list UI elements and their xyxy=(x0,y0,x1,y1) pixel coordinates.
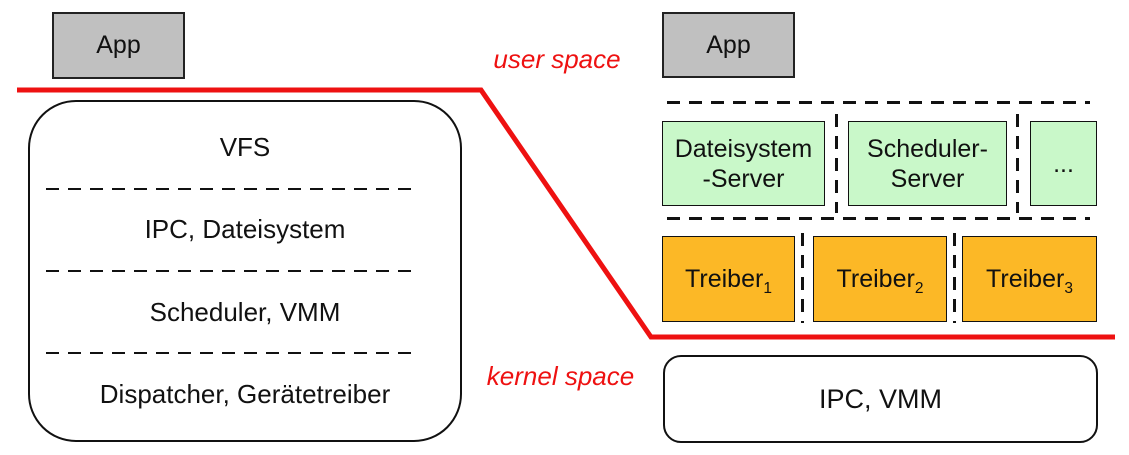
server-box-dateisystem: Dateisystem -Server xyxy=(662,121,825,206)
server-box-scheduler-line1: Scheduler- xyxy=(867,134,988,163)
microkernel-box-label: IPC, VMM xyxy=(818,383,942,414)
servers-top-divider xyxy=(667,101,1090,104)
servers-bottom-divider xyxy=(667,217,1090,220)
driver-box-2: Treiber2 xyxy=(813,236,947,322)
server-divider xyxy=(835,114,838,213)
layer-ipc-dateisystem: IPC, Dateisystem xyxy=(30,190,460,270)
driver-divider xyxy=(801,233,804,323)
left-app-label: App xyxy=(96,31,141,59)
server-box-ellipsis: ... xyxy=(1030,121,1097,206)
driver-box-3-label: Treiber3 xyxy=(986,264,1073,297)
layer-divider xyxy=(46,351,420,355)
user-space-label: user space xyxy=(493,44,621,74)
driver-box-3-subscript: 3 xyxy=(1064,279,1073,297)
right-app-box: App xyxy=(662,12,795,78)
left-app-box: App xyxy=(52,12,185,79)
layer-ipc-dateisystem-label: IPC, Dateisystem xyxy=(144,214,346,245)
kernel-space-label: kernel space xyxy=(486,361,635,391)
layer-vfs: VFS xyxy=(30,108,460,188)
layer-dispatcher-geraetetreiber-label: Dispatcher, Gerätetreiber xyxy=(99,378,391,409)
server-box-dateisystem-line1: Dateisystem xyxy=(674,134,813,163)
layer-scheduler-vmm-label: Scheduler, VMM xyxy=(149,296,341,327)
right-app-label: App xyxy=(706,30,751,59)
driver-divider xyxy=(953,233,956,323)
driver-box-2-subscript: 2 xyxy=(914,279,924,297)
server-divider xyxy=(1016,114,1019,213)
server-box-dateisystem-line2: -Server xyxy=(702,164,785,193)
layer-vfs-label: VFS xyxy=(219,132,271,163)
microkernel-box: IPC, VMM xyxy=(663,355,1098,443)
driver-box-1-label: Treiber1 xyxy=(685,264,772,297)
monolithic-kernel-box: VFS IPC, Dateisystem Scheduler, VMM Disp… xyxy=(28,100,462,442)
driver-box-1: Treiber1 xyxy=(662,236,795,322)
layer-dispatcher-geraetetreiber: Dispatcher, Gerätetreiber xyxy=(30,354,460,434)
server-box-ellipsis-label: ... xyxy=(1053,149,1074,178)
server-box-scheduler-line2: Server xyxy=(890,164,965,193)
layer-scheduler-vmm: Scheduler, VMM xyxy=(30,272,460,352)
layer-divider xyxy=(46,269,420,273)
layer-divider xyxy=(46,187,420,191)
driver-box-3: Treiber3 xyxy=(962,236,1097,322)
driver-box-2-label: Treiber2 xyxy=(836,264,924,297)
server-box-scheduler: Scheduler- Server xyxy=(848,121,1007,206)
driver-box-1-subscript: 1 xyxy=(763,279,772,297)
